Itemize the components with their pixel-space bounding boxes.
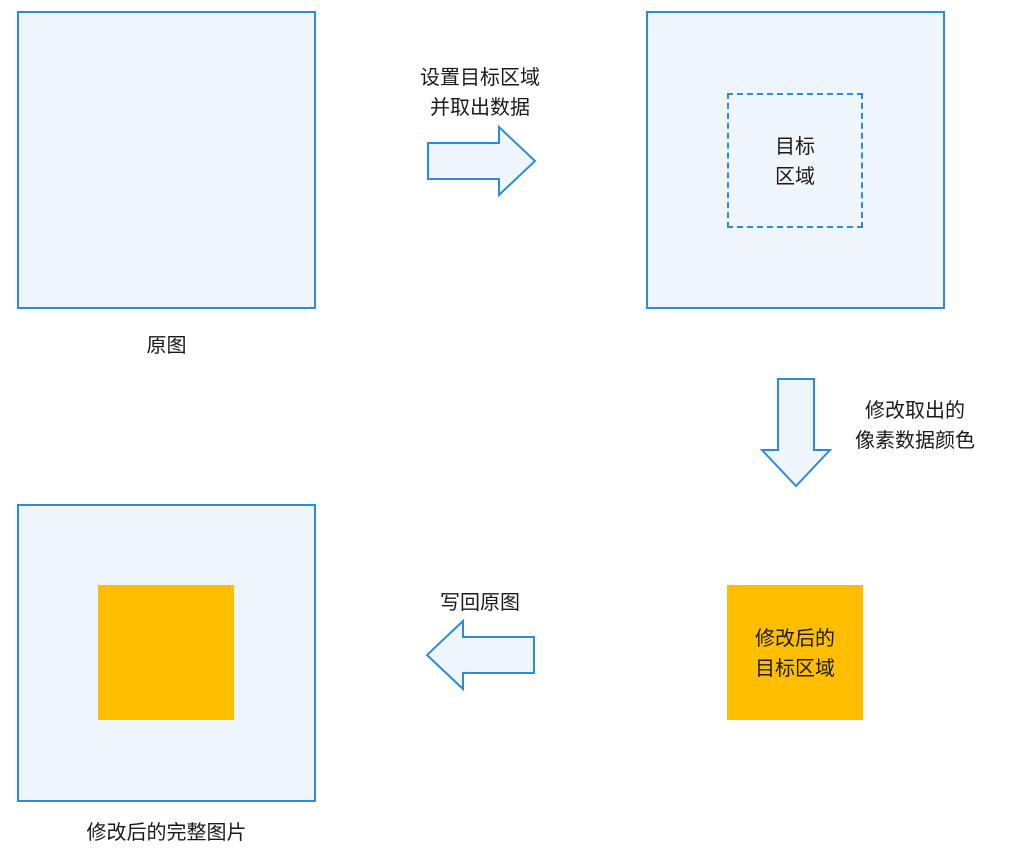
original-image-label: 原图: [146, 333, 187, 357]
final-image-label: 修改后的完整图片: [86, 820, 247, 844]
step1-label: 设置目标区域 并取出数据: [380, 62, 580, 122]
arrow-right-icon: [427, 124, 537, 198]
modified-region-box: [727, 585, 863, 720]
modified-region-label: 修改后的 目标区域: [727, 585, 863, 720]
original-image-box: [17, 11, 316, 309]
arrow-left-icon: [425, 618, 535, 692]
target-image-box: [646, 11, 945, 309]
step2-line1: 修改取出的: [865, 398, 965, 422]
step3-label: 写回原图: [440, 590, 520, 614]
target-region-label: 目标 区域: [727, 93, 863, 228]
arrow-down-icon: [759, 378, 833, 488]
step2-label: 修改取出的 像素数据颜色: [830, 395, 1000, 455]
step1-line2: 并取出数据: [430, 95, 530, 119]
final-modified-region: [98, 585, 234, 720]
modified-line1: 修改后的: [755, 625, 835, 650]
target-line2: 区域: [775, 163, 815, 188]
target-line1: 目标: [775, 133, 815, 158]
target-region-outline: [727, 93, 863, 228]
step1-line1: 设置目标区域: [420, 65, 540, 89]
step2-line2: 像素数据颜色: [855, 428, 975, 452]
modified-line2: 目标区域: [755, 655, 835, 680]
